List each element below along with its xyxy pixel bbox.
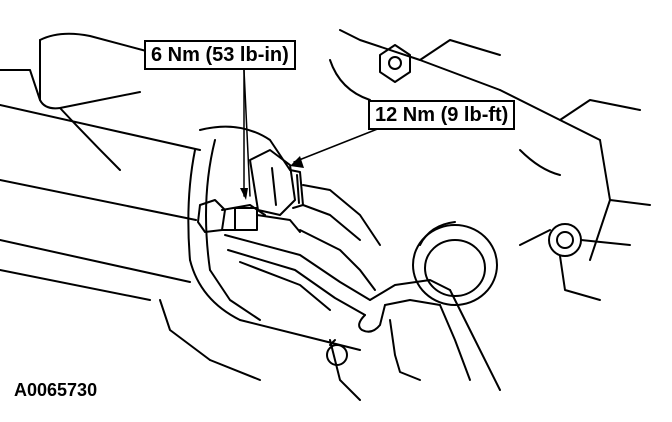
round-port bbox=[412, 221, 498, 306]
leader-lines bbox=[243, 69, 381, 197]
main-body-cylinder bbox=[159, 125, 361, 401]
figure-identifier: A0065730 bbox=[14, 380, 98, 400]
torque-callout-small-nut: 6 Nm (53 lb-in) bbox=[144, 40, 296, 70]
cable-line bbox=[224, 229, 501, 391]
small-nut-bracket bbox=[197, 199, 301, 233]
torque-callout-large-nut: 12 Nm (9 lb-ft) bbox=[368, 100, 516, 130]
mounting-bolt bbox=[379, 44, 411, 83]
leader-arrowheads bbox=[240, 156, 304, 200]
right-side-bolt bbox=[519, 223, 631, 301]
housing-outline bbox=[0, 29, 651, 301]
large-nut-fitting bbox=[249, 149, 381, 246]
lower-left-bolt bbox=[326, 339, 348, 366]
